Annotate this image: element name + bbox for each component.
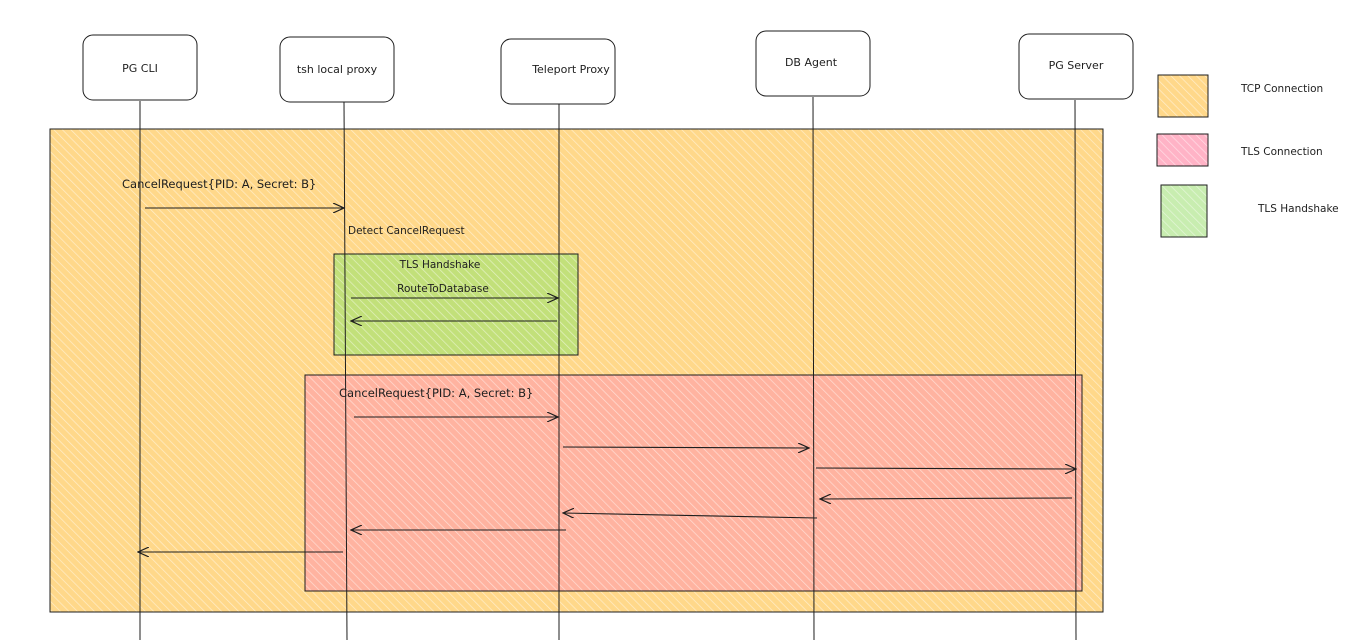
lifeline-tsh-local-proxy: [343, 101, 348, 640]
actor-pg-server: PG Server: [1018, 33, 1134, 100]
legend-label: TCP Connection: [1240, 83, 1323, 95]
route-to-database-label: RouteToDatabase: [397, 283, 489, 295]
tcp-connection-region: [49, 128, 1104, 613]
detect-cancel-request-label: Detect CancelRequest: [348, 225, 465, 237]
legend-item-tls-handshake: TLS Handshake: [1160, 184, 1339, 238]
actor-tsh-local-proxy: tsh local proxy: [279, 36, 395, 103]
arrow-server-to-agent: [820, 498, 1073, 499]
tls-connection-region: [304, 374, 1083, 592]
legend-label: TLS Handshake: [1257, 203, 1339, 215]
messages: [138, 208, 1076, 552]
actor-label: PG CLI: [122, 62, 158, 75]
actor-label: PG Server: [1049, 59, 1104, 72]
actor-label: DB Agent: [785, 56, 838, 69]
arrow-agent-to-server: [815, 468, 1076, 469]
tls-handshake-region: [333, 253, 579, 356]
actor-label: Teleport Proxy: [531, 63, 610, 76]
arrow-agent-to-proxy: [563, 513, 818, 519]
actor-teleport-proxy: Teleport Proxy: [500, 38, 616, 105]
arrow-proxy-to-agent: [562, 447, 809, 448]
legend-item-tls-connection: TLS Connection: [1156, 133, 1323, 167]
cancel-request-label-1: CancelRequest{PID: A, Secret: B}: [122, 177, 316, 191]
cancel-request-label-2: CancelRequest{PID: A, Secret: B}: [339, 386, 533, 400]
actor-label: tsh local proxy: [297, 63, 378, 76]
legend-label: TLS Connection: [1240, 146, 1323, 158]
legend: TCP Connection TLS Connection TLS Handsh…: [1156, 74, 1339, 238]
tls-handshake-label: TLS Handshake: [399, 259, 481, 271]
lifelines: [139, 96, 1077, 640]
actor-db-agent: DB Agent: [755, 30, 871, 97]
lifeline-db-agent: [812, 96, 815, 640]
legend-item-tcp-connection: TCP Connection: [1157, 74, 1323, 118]
actor-pg-cli: PG CLI: [82, 34, 198, 101]
lifeline-pg-server: [1074, 99, 1077, 640]
